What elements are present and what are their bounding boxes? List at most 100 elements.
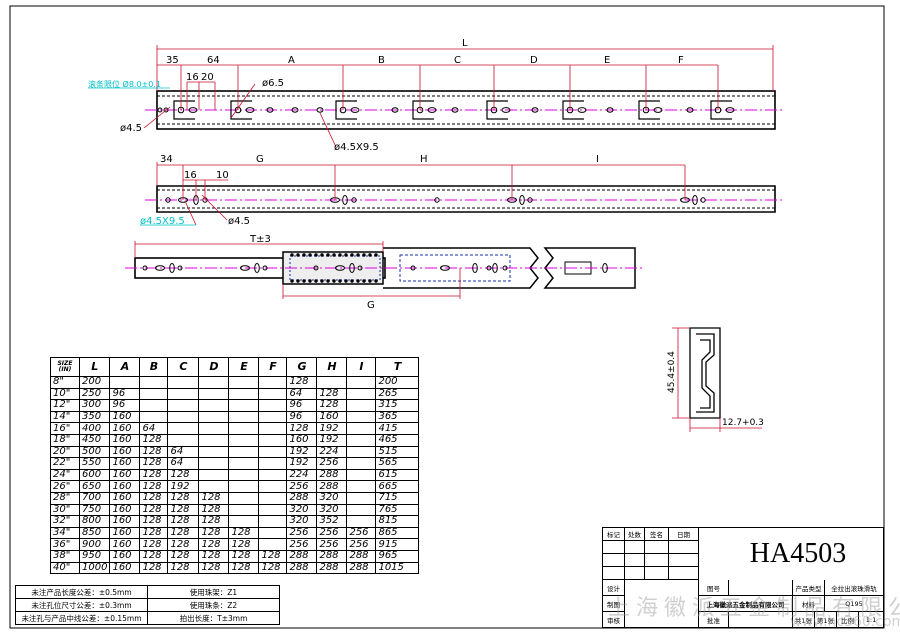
- table-cell: 500: [78, 445, 111, 459]
- table-header-row: SIZE (IN) L A B C D E F G H I T: [50, 357, 420, 377]
- ball-bearing: [290, 253, 294, 257]
- table-cell: 128: [167, 526, 200, 540]
- table-cell: 915: [375, 538, 420, 551]
- dim-64: 64: [207, 55, 220, 66]
- table-cell: 256: [316, 457, 348, 470]
- table-cell: 38": [50, 549, 80, 563]
- table-cell: [228, 422, 260, 435]
- table-cell: 128: [139, 491, 169, 505]
- callout-slot: ø4.5X9.5: [334, 142, 379, 153]
- table-cell: 288: [316, 549, 348, 563]
- slot-hole: [350, 107, 360, 113]
- table-cell: 192: [167, 480, 200, 493]
- table-cell: 128: [167, 468, 200, 482]
- ball-bearing: [302, 253, 306, 257]
- hole: [262, 265, 268, 271]
- table-cell: [228, 515, 260, 528]
- ball-bearing: [332, 253, 336, 257]
- dim-C: C: [454, 55, 461, 66]
- table-cell: 128: [139, 480, 169, 493]
- table-cell: [228, 399, 260, 412]
- table-cell: 320: [286, 503, 318, 517]
- hole: [177, 265, 183, 271]
- assembly-view: [125, 247, 645, 289]
- col-header: B: [139, 357, 169, 377]
- table-cell: 315: [375, 399, 420, 412]
- table-cell: [346, 515, 377, 528]
- table-cell: 256: [286, 526, 318, 540]
- table-cell: [198, 457, 230, 470]
- table-cell: 250: [78, 387, 111, 401]
- ball-bearing: [362, 279, 366, 283]
- table-cell: [167, 399, 200, 412]
- table-cell: 128: [228, 561, 260, 575]
- hook-slot: [562, 100, 584, 120]
- ball-bearing: [296, 253, 300, 257]
- dim-20: 20: [201, 72, 214, 83]
- dim-35: 35: [166, 55, 179, 66]
- table-cell: 160: [109, 526, 141, 540]
- slot-hole: [472, 263, 478, 273]
- table-cell: 26": [50, 480, 80, 493]
- slot-hole: [686, 107, 694, 113]
- table-cell: 10": [50, 387, 80, 401]
- rev-header: 签名: [645, 528, 669, 541]
- table-cell: 160: [109, 480, 141, 493]
- slot-hole: [501, 107, 511, 113]
- table-cell: 128: [139, 445, 169, 459]
- table-cell: 128: [258, 549, 288, 563]
- ball-bearing: [326, 279, 330, 283]
- title-block: 标记 处数 签名 日期 HA4503 设计 制图 审核 图号 上海徽派五金制品有…: [602, 527, 884, 628]
- hook-slot: [230, 100, 252, 120]
- table-cell: 128: [228, 526, 260, 540]
- col-header: H: [316, 357, 348, 377]
- table-cell: 36": [50, 538, 80, 551]
- table-cell: [258, 515, 288, 528]
- table-cell: 400: [78, 422, 111, 435]
- dim-L: L: [462, 38, 468, 49]
- table-cell: 256: [346, 538, 377, 551]
- table-cell: 700: [78, 491, 111, 505]
- company-name: 上海徽派五金制品有限公司: [699, 596, 793, 612]
- table-cell: 128: [198, 549, 230, 563]
- hole: [351, 197, 357, 203]
- table-cell: 160: [109, 561, 141, 575]
- slot-hole: [254, 263, 260, 273]
- table-cell: [198, 480, 230, 493]
- table-cell: 256: [346, 526, 377, 540]
- hole: [502, 265, 508, 271]
- table-cell: 320: [316, 491, 348, 505]
- table-cell: 288: [316, 480, 348, 493]
- table-cell: 815: [375, 515, 420, 528]
- table-cell: 160: [109, 503, 141, 517]
- slot-hole: [492, 263, 498, 273]
- table-cell: [258, 538, 288, 551]
- ball-bearing: [320, 253, 324, 257]
- table-cell: 128: [286, 422, 318, 435]
- draw-label: 制图: [603, 596, 625, 612]
- table-cell: 160: [286, 433, 318, 447]
- table-cell: 128: [139, 433, 169, 447]
- ball-bearing: [308, 253, 312, 257]
- dim-D: D: [530, 55, 538, 66]
- hook-slot: [173, 100, 195, 120]
- middle-rail-dimensions: [140, 162, 686, 226]
- table-cell: 128: [167, 515, 200, 528]
- scale-label: 比例: [837, 612, 859, 628]
- ball-bearing: [314, 253, 318, 257]
- table-cell: [258, 480, 288, 493]
- hole: [157, 107, 163, 113]
- ball-bearing: [374, 279, 378, 283]
- table-cell: 515: [375, 445, 420, 459]
- slot-hole: [451, 107, 459, 113]
- table-cell: 288: [316, 561, 348, 575]
- table-cell: [198, 468, 230, 482]
- col-header: C: [167, 357, 200, 377]
- table-cell: 64: [139, 422, 169, 435]
- hole: [700, 197, 706, 203]
